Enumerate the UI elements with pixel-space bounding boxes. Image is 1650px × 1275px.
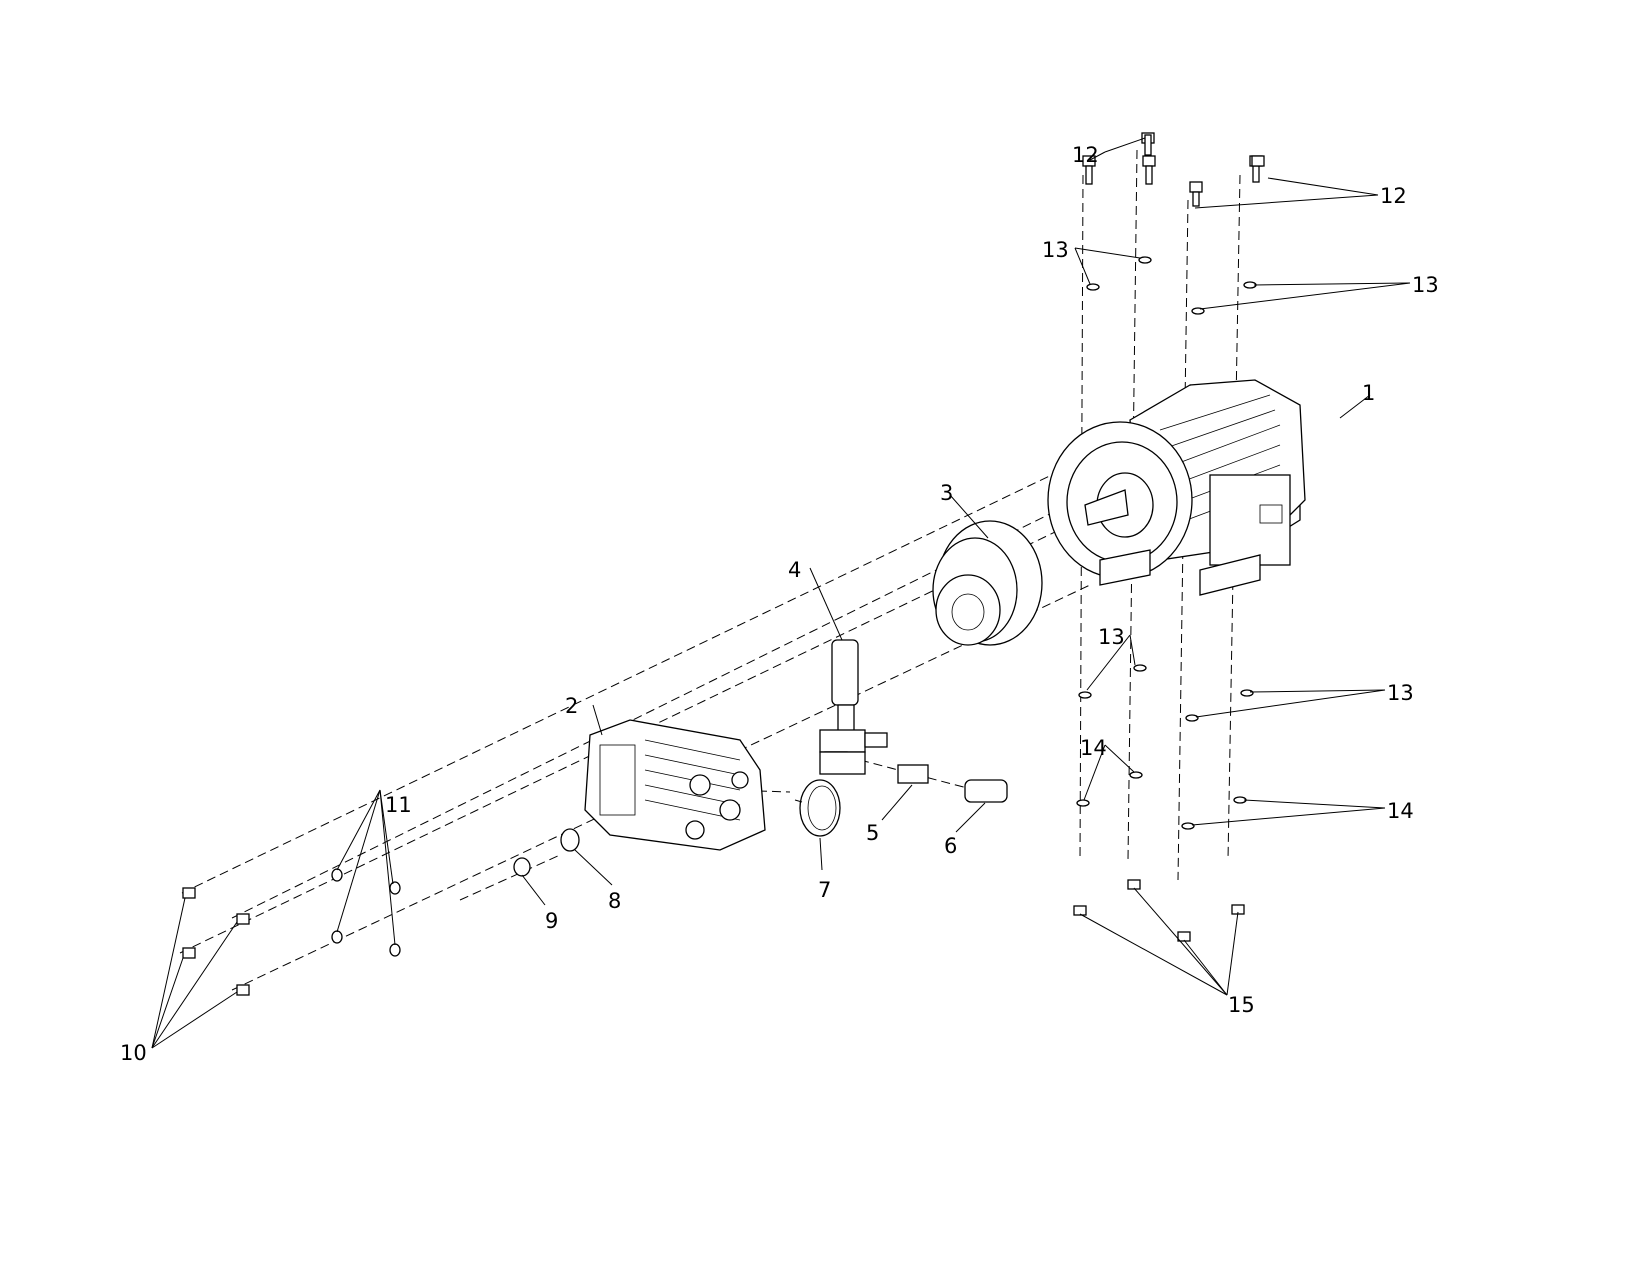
callout-10: 10: [120, 1041, 147, 1065]
callout-5: 5: [866, 821, 879, 845]
part-unloader-valve: [819, 639, 888, 775]
part-plug-8: [560, 828, 580, 852]
callout-9: 9: [545, 909, 558, 933]
part-pressure-gauge: [794, 779, 841, 837]
callout-12b: 12: [1380, 184, 1407, 208]
callout-2: 2: [565, 694, 578, 718]
callout-7: 7: [818, 878, 831, 902]
callout-3: 3: [940, 481, 953, 505]
callout-11: 11: [385, 793, 412, 817]
callout-14b: 14: [1387, 799, 1414, 823]
hardware-bolts-12b: [1082, 155, 1203, 207]
leader-lines: [151, 137, 1411, 1049]
callout-8: 8: [608, 889, 621, 913]
callout-15: 15: [1228, 993, 1255, 1017]
part-plug-9: [513, 857, 531, 877]
hardware-washers-nuts: [182, 256, 1257, 996]
part-pump: [584, 719, 766, 851]
callout-13c: 13: [1098, 625, 1125, 649]
callout-4: 4: [788, 558, 801, 582]
part-fitting-5: [897, 764, 929, 784]
callout-6: 6: [944, 834, 957, 858]
callout-14a: 14: [1080, 736, 1107, 760]
callout-1: 1: [1362, 381, 1375, 405]
callout-13d: 13: [1387, 681, 1414, 705]
callout-13a: 13: [1042, 238, 1069, 262]
callout-labels: 1 2 3 4 5 6 7 8 9 10 11 12 12 13 13 13 1…: [120, 143, 1439, 1065]
assembly-axis-lines: [179, 469, 1091, 991]
part-motor: [1047, 379, 1306, 596]
callout-12a: 12: [1072, 143, 1099, 167]
callout-13b: 13: [1412, 273, 1439, 297]
part-hose-barb-6: [964, 779, 1008, 803]
part-flange-adapter: [932, 520, 1043, 646]
hardware-bolts-12: [1141, 132, 1265, 185]
